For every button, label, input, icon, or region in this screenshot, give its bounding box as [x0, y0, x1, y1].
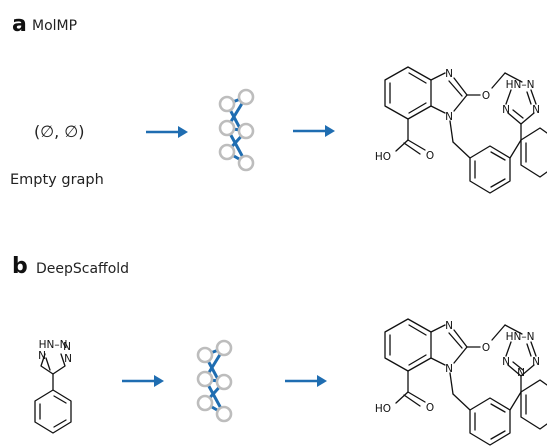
- atom-n-top-b: N: [445, 320, 453, 332]
- atom-tetrazole-bottom-b: N: [517, 367, 525, 379]
- atom-tetrazole-right-b: N: [532, 356, 540, 368]
- panel-a-title: MolMP: [32, 18, 77, 34]
- atom-n-left-b: N: [38, 350, 46, 362]
- atom-tetrazole-left-b: N: [502, 356, 510, 368]
- empty-graph-symbol: (∅, ∅): [34, 122, 85, 141]
- atom-ho-b: HO: [375, 403, 391, 415]
- atom-n-bottom-a: N: [445, 111, 453, 123]
- neural-network-icon-a: [218, 88, 255, 172]
- atom-n-top-a: N: [445, 68, 453, 80]
- arrow-b-2: [285, 375, 327, 387]
- atom-tetrazole-left-a: N: [502, 104, 510, 116]
- product-molecule-b: N N O O HO HN–N N N N: [375, 318, 547, 446]
- arrow-a-2: [293, 125, 335, 137]
- atom-o-acid-a: O: [426, 150, 434, 162]
- atom-n-bottom-right-b: N: [64, 353, 72, 365]
- empty-graph-label: Empty graph: [10, 172, 104, 188]
- atom-tetrazole-top-b: HN–N: [506, 331, 535, 343]
- atom-ho-a: HO: [375, 151, 391, 163]
- atom-n-bottom-b: N: [445, 363, 453, 375]
- panel-a: a MolMP (∅, ∅) Empty graph N N O O HO HN…: [10, 12, 547, 194]
- product-molecule-a: N N O O HO HN–N N N: [375, 66, 547, 194]
- atom-o-acid-b: O: [426, 402, 434, 414]
- atom-hn-n-b: HN–N: [39, 339, 68, 351]
- atom-tetrazole-right-a: N: [532, 104, 540, 116]
- arrow-b-1: [122, 375, 164, 387]
- panel-a-letter: a: [12, 12, 27, 37]
- atom-tetrazole-top-a: HN–N: [506, 79, 535, 91]
- atom-o-ether-a: O: [482, 90, 490, 102]
- arrow-a-1: [146, 126, 188, 138]
- neural-network-icon-b: [196, 339, 233, 423]
- panel-b-title: DeepScaffold: [36, 261, 129, 277]
- atom-o-ether-b: O: [482, 342, 490, 354]
- input-scaffold-b: HN–N N N N: [34, 339, 72, 434]
- atom-n-right-b: N: [63, 341, 71, 353]
- panel-b: b DeepScaffold HN–N N N N N: [12, 254, 547, 446]
- panel-b-letter: b: [12, 254, 28, 279]
